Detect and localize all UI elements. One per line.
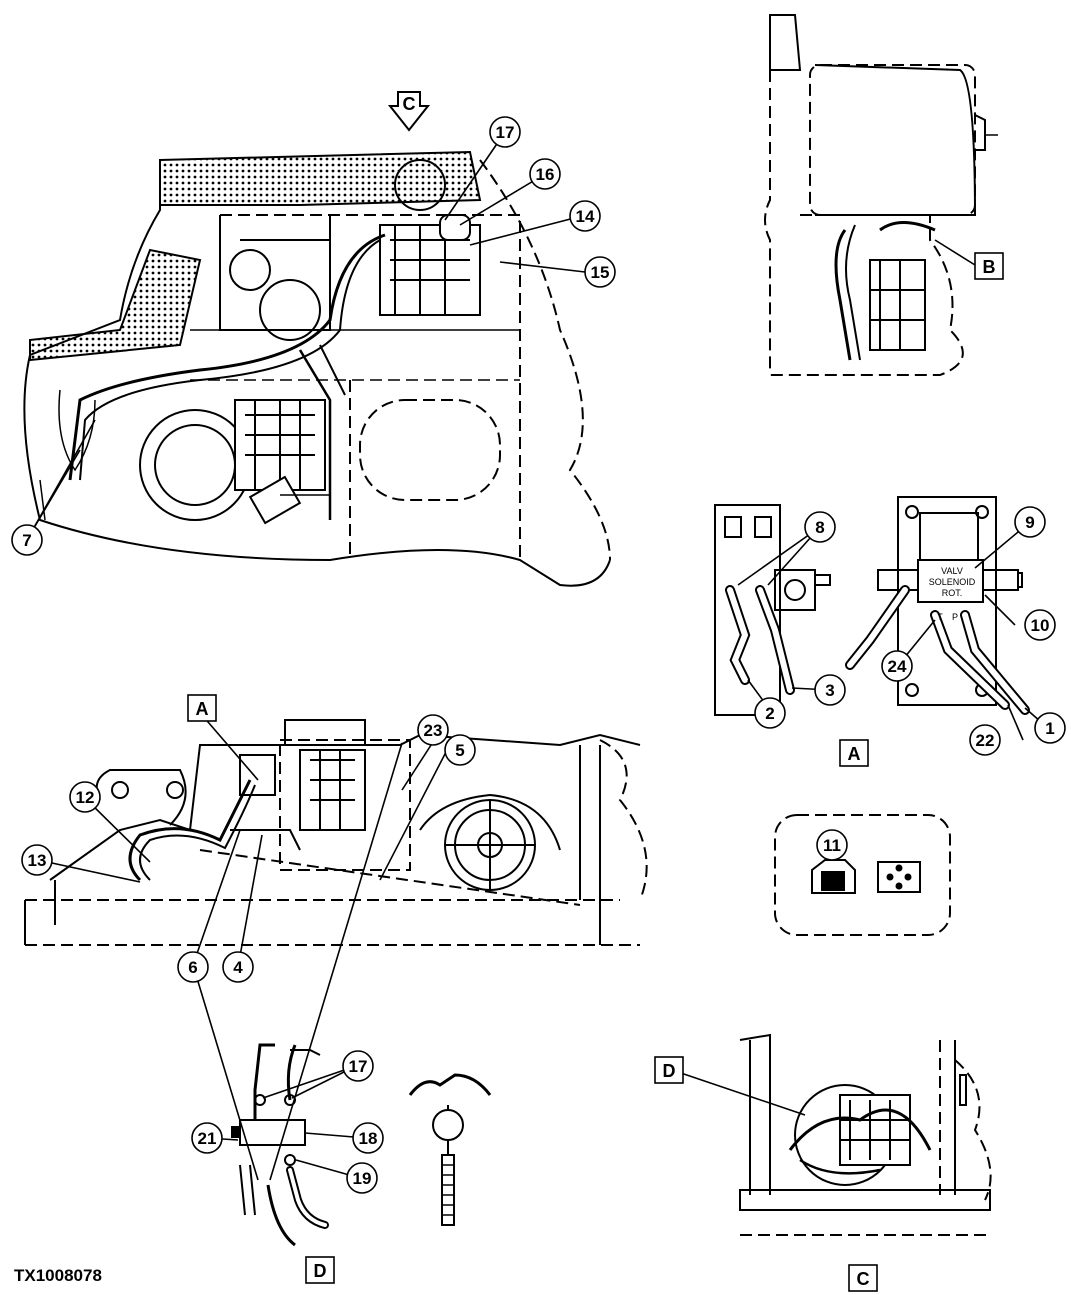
callout-19: 19: [353, 1169, 372, 1188]
callout-circle-16: [529, 158, 561, 190]
view-a-box-detail: [839, 739, 869, 767]
callout-6: 6: [188, 958, 197, 977]
callout-circle-8: [804, 511, 836, 543]
view-a-box-side: [187, 694, 217, 722]
callout-circle-13: [21, 844, 53, 876]
leader-lines: [27, 131, 1049, 1181]
callout-circle-1: [1034, 712, 1066, 744]
view-d-box-c: [654, 1056, 684, 1084]
solenoid-valve-label: VALV SOLENOID ROT. T P: [929, 566, 976, 622]
callout-circle-24: [881, 650, 913, 682]
callout-14: 14: [576, 207, 595, 226]
view-c-arrow-letter: C: [403, 94, 416, 114]
side-elevation-view: [24, 719, 648, 946]
callout-circle-9: [1014, 506, 1046, 538]
callout-18: 18: [359, 1129, 378, 1148]
callout-22: 22: [976, 731, 995, 750]
view-d-label-c: D: [663, 1061, 676, 1081]
callout-11: 11: [823, 836, 841, 855]
svg-text:VALV: VALV: [941, 566, 963, 576]
callout-9: 9: [1025, 513, 1034, 532]
callout-21: 21: [198, 1129, 217, 1148]
callout-circle-11: [816, 829, 848, 861]
view-b-box: [974, 252, 1004, 280]
svg-text:T: T: [937, 612, 943, 622]
callout-circle-22: [969, 724, 1001, 756]
callout-circle-7: [11, 524, 43, 556]
callout-circle-2: [754, 697, 786, 729]
view-b-label: B: [983, 257, 996, 277]
detail-d-fittings: [231, 1043, 492, 1247]
callout-10: 10: [1031, 616, 1050, 635]
callout-circle-5: [444, 734, 476, 766]
detail-a-valve: [714, 496, 1030, 716]
callout-circle-14: [569, 200, 601, 232]
callout-circles: [11, 116, 1066, 1194]
view-c-label: C: [857, 1269, 870, 1289]
callout-16: 16: [536, 165, 555, 184]
callout-circle-19: [346, 1162, 378, 1194]
view-d-label-bottom: D: [314, 1261, 327, 1281]
callout-circle-3: [814, 674, 846, 706]
callout-24: 24: [888, 657, 907, 676]
callout-circle-18: [352, 1122, 384, 1154]
callout-23: 23: [424, 721, 443, 740]
callout-circle-12: [69, 781, 101, 813]
callout-2: 2: [765, 704, 774, 723]
callout-circle-4: [222, 951, 254, 983]
callout-5: 5: [455, 741, 464, 760]
callout-15: 15: [591, 263, 610, 282]
callout-circle-10: [1024, 609, 1056, 641]
callout-17-top: 17: [496, 123, 515, 142]
callout-12: 12: [76, 788, 95, 807]
callout-circle-23: [417, 714, 449, 746]
figure-id: TX1008078: [14, 1266, 102, 1285]
view-a-label-detail: A: [848, 744, 861, 764]
view-c-box: [848, 1264, 878, 1292]
view-b-detail: [764, 14, 998, 376]
view-a-label-side: A: [196, 699, 209, 719]
callout-circle-17-bottom: [342, 1050, 374, 1082]
callout-7: 7: [22, 531, 31, 550]
callout-circle-17-top: [489, 116, 521, 148]
callout-circle-21: [191, 1122, 223, 1154]
svg-text:ROT.: ROT.: [942, 588, 963, 598]
callout-13: 13: [28, 851, 47, 870]
callout-4: 4: [233, 958, 243, 977]
view-letter-boxes: C B A A D D C: [187, 94, 1004, 1292]
callout-3: 3: [825, 681, 834, 700]
callout-circle-6: [177, 951, 209, 983]
callout-numbers: 17 16 14 15 7 8 9 10 24 2 3 1 22 23 5 12…: [22, 123, 1054, 1188]
callout-17-bottom: 17: [349, 1057, 368, 1076]
connector-detail-box: [774, 814, 951, 936]
callout-1: 1: [1045, 719, 1054, 738]
view-c-detail: [739, 1033, 992, 1236]
svg-text:SOLENOID: SOLENOID: [929, 577, 976, 587]
svg-text:P: P: [952, 612, 958, 622]
callout-circle-15: [584, 256, 616, 288]
view-d-box-bottom: [305, 1256, 335, 1284]
callout-8: 8: [815, 518, 824, 537]
main-machine-view: [23, 91, 611, 587]
